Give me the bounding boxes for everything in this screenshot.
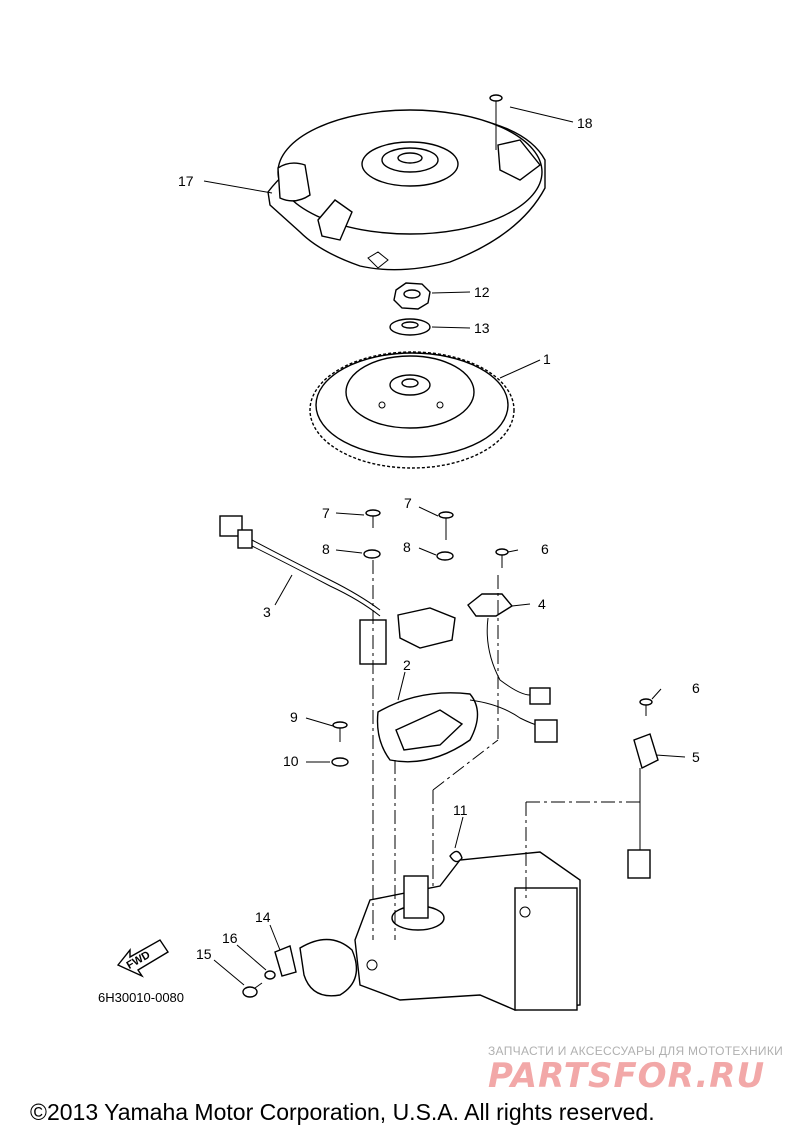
- leader-lines: [203, 106, 686, 986]
- callout-11: 11: [453, 802, 468, 818]
- forward-arrow-icon: FWD: [116, 939, 169, 978]
- flywheel-cover: [267, 109, 546, 271]
- bolt-9: [332, 721, 348, 742]
- callout-8b: 8: [403, 539, 411, 555]
- bolt-15: [242, 982, 263, 998]
- callout-3: 3: [263, 604, 271, 620]
- callout-labels: 18 17 12 13 1 7 7 8 8 6 4 3 2 6 9 5 10 1…: [178, 115, 700, 962]
- washer-10: [331, 757, 349, 767]
- powerhead-block: [354, 851, 581, 1011]
- nut-12: [393, 282, 431, 310]
- bolt-6-lower: [639, 698, 653, 716]
- charge-coil: [376, 692, 558, 763]
- ignition-coil: [627, 733, 659, 879]
- washer-8-left: [363, 549, 381, 559]
- callout-17: 17: [178, 173, 194, 189]
- washer-13: [389, 318, 431, 336]
- bolt-7-left: [365, 509, 381, 528]
- alignment-lines: [372, 560, 640, 940]
- copyright-notice: ©2013 Yamaha Motor Corporation, U.S.A. A…: [30, 1099, 655, 1125]
- callout-2: 2: [403, 657, 411, 673]
- callout-16: 16: [222, 930, 238, 946]
- watermark-tagline: ЗАПЧАСТИ И АКСЕССУАРЫ ДЛЯ МОТОТЕХНИКИ: [488, 1044, 784, 1058]
- washer-16: [264, 970, 276, 980]
- pulser-coil: [467, 593, 551, 705]
- callout-10: 10: [283, 753, 299, 769]
- washer-8-right: [436, 551, 454, 561]
- flywheel: [309, 351, 515, 469]
- lighting-coil-harness: [219, 515, 456, 665]
- callout-14: 14: [255, 909, 271, 925]
- callout-13: 13: [474, 320, 490, 336]
- callout-12: 12: [474, 284, 490, 300]
- callout-9: 9: [290, 709, 298, 725]
- watermark-logo: PARTSFOR.RU: [488, 1056, 766, 1096]
- figure-code: 6H30010-0080: [98, 990, 185, 1005]
- callout-4: 4: [538, 596, 546, 612]
- callout-8a: 8: [322, 541, 330, 557]
- callout-7b: 7: [404, 495, 412, 511]
- callout-5: 5: [692, 749, 700, 765]
- callout-18: 18: [577, 115, 593, 131]
- woodruff-key: [449, 850, 463, 863]
- callout-1: 1: [543, 351, 551, 367]
- callout-7a: 7: [322, 505, 330, 521]
- bolt-6-upper: [495, 548, 509, 568]
- callout-15: 15: [196, 946, 212, 962]
- bracket-14: [274, 938, 358, 997]
- bolt-7-right: [438, 511, 454, 540]
- callout-6a: 6: [541, 541, 549, 557]
- screw-18: [489, 94, 503, 150]
- callout-6b: 6: [692, 680, 700, 696]
